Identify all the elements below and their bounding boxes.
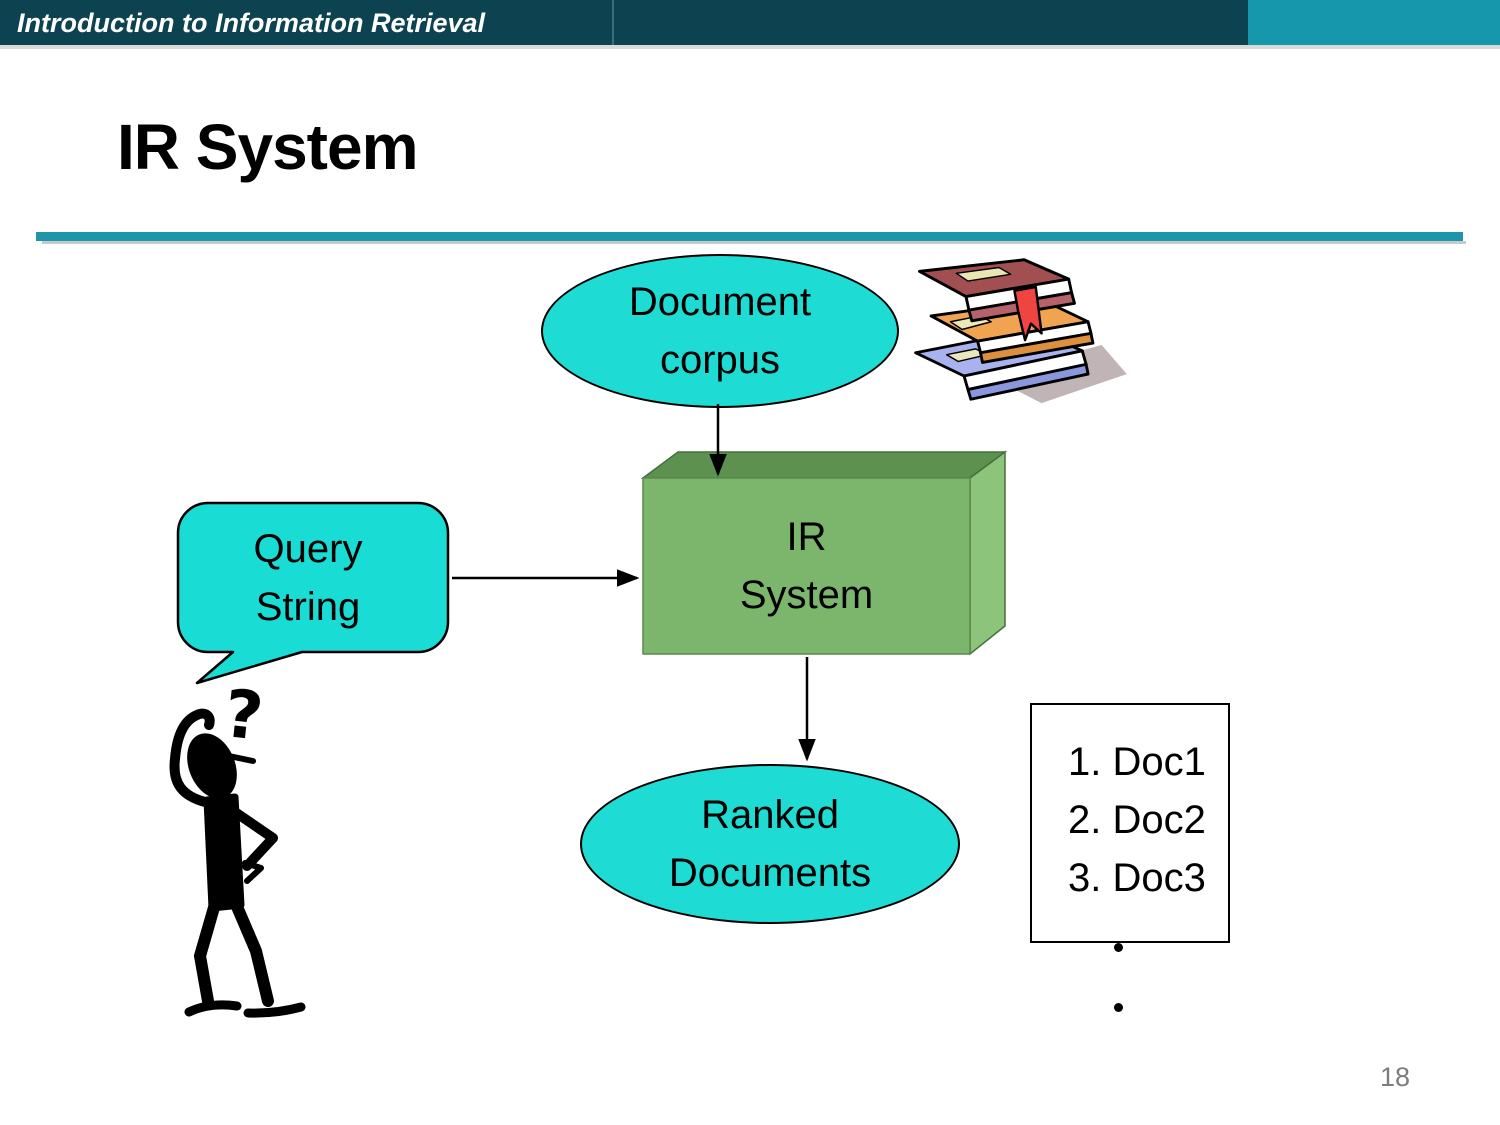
result-item-2: 2. Doc2 [1068,798,1206,842]
page-number: 18 [1380,1062,1411,1092]
result-item-1: 1. Doc1 [1068,740,1206,784]
ranked-documents-label-line2: Documents [668,851,872,895]
question-mark-glyph: ? [221,675,267,756]
ir-system-label-line2: System [739,573,874,617]
title-rule [36,232,1463,241]
title-rule-shadow [42,241,1466,244]
confused-person-icon: ? [169,675,306,1018]
ranked-documents-node: Ranked Documents [580,764,960,924]
bookmark-ribbon [1013,285,1043,342]
course-title: Introduction to Information Retrieval [17,8,486,38]
ir-system-box-shape [640,450,1008,656]
header-divider [612,0,614,45]
document-corpus-label-line2: corpus [659,338,781,382]
query-string-label-line1: Query [253,527,363,571]
query-string-node: Query String [183,508,433,648]
ir-system-node: IR System [643,478,970,654]
result-item-3: 3. Doc3 [1068,856,1206,900]
ellipsis-dot-2 [1114,1003,1123,1012]
results-list-box: 1. Doc1 2. Doc2 3. Doc3 [1030,703,1230,943]
header-accent-block [1248,0,1500,45]
page-title: IR System [117,111,418,183]
query-string-bubble-shape [176,501,450,685]
document-corpus-node: Document corpus [541,254,899,408]
ranked-documents-label-line1: Ranked [701,793,839,837]
header-shadow [0,45,1500,49]
ellipsis-dot-1 [1114,943,1123,952]
books-icon [914,258,1127,404]
query-string-label-line2: String [255,585,361,629]
ir-system-label-line1: IR [786,515,827,559]
document-corpus-label-line1: Document [628,280,812,324]
